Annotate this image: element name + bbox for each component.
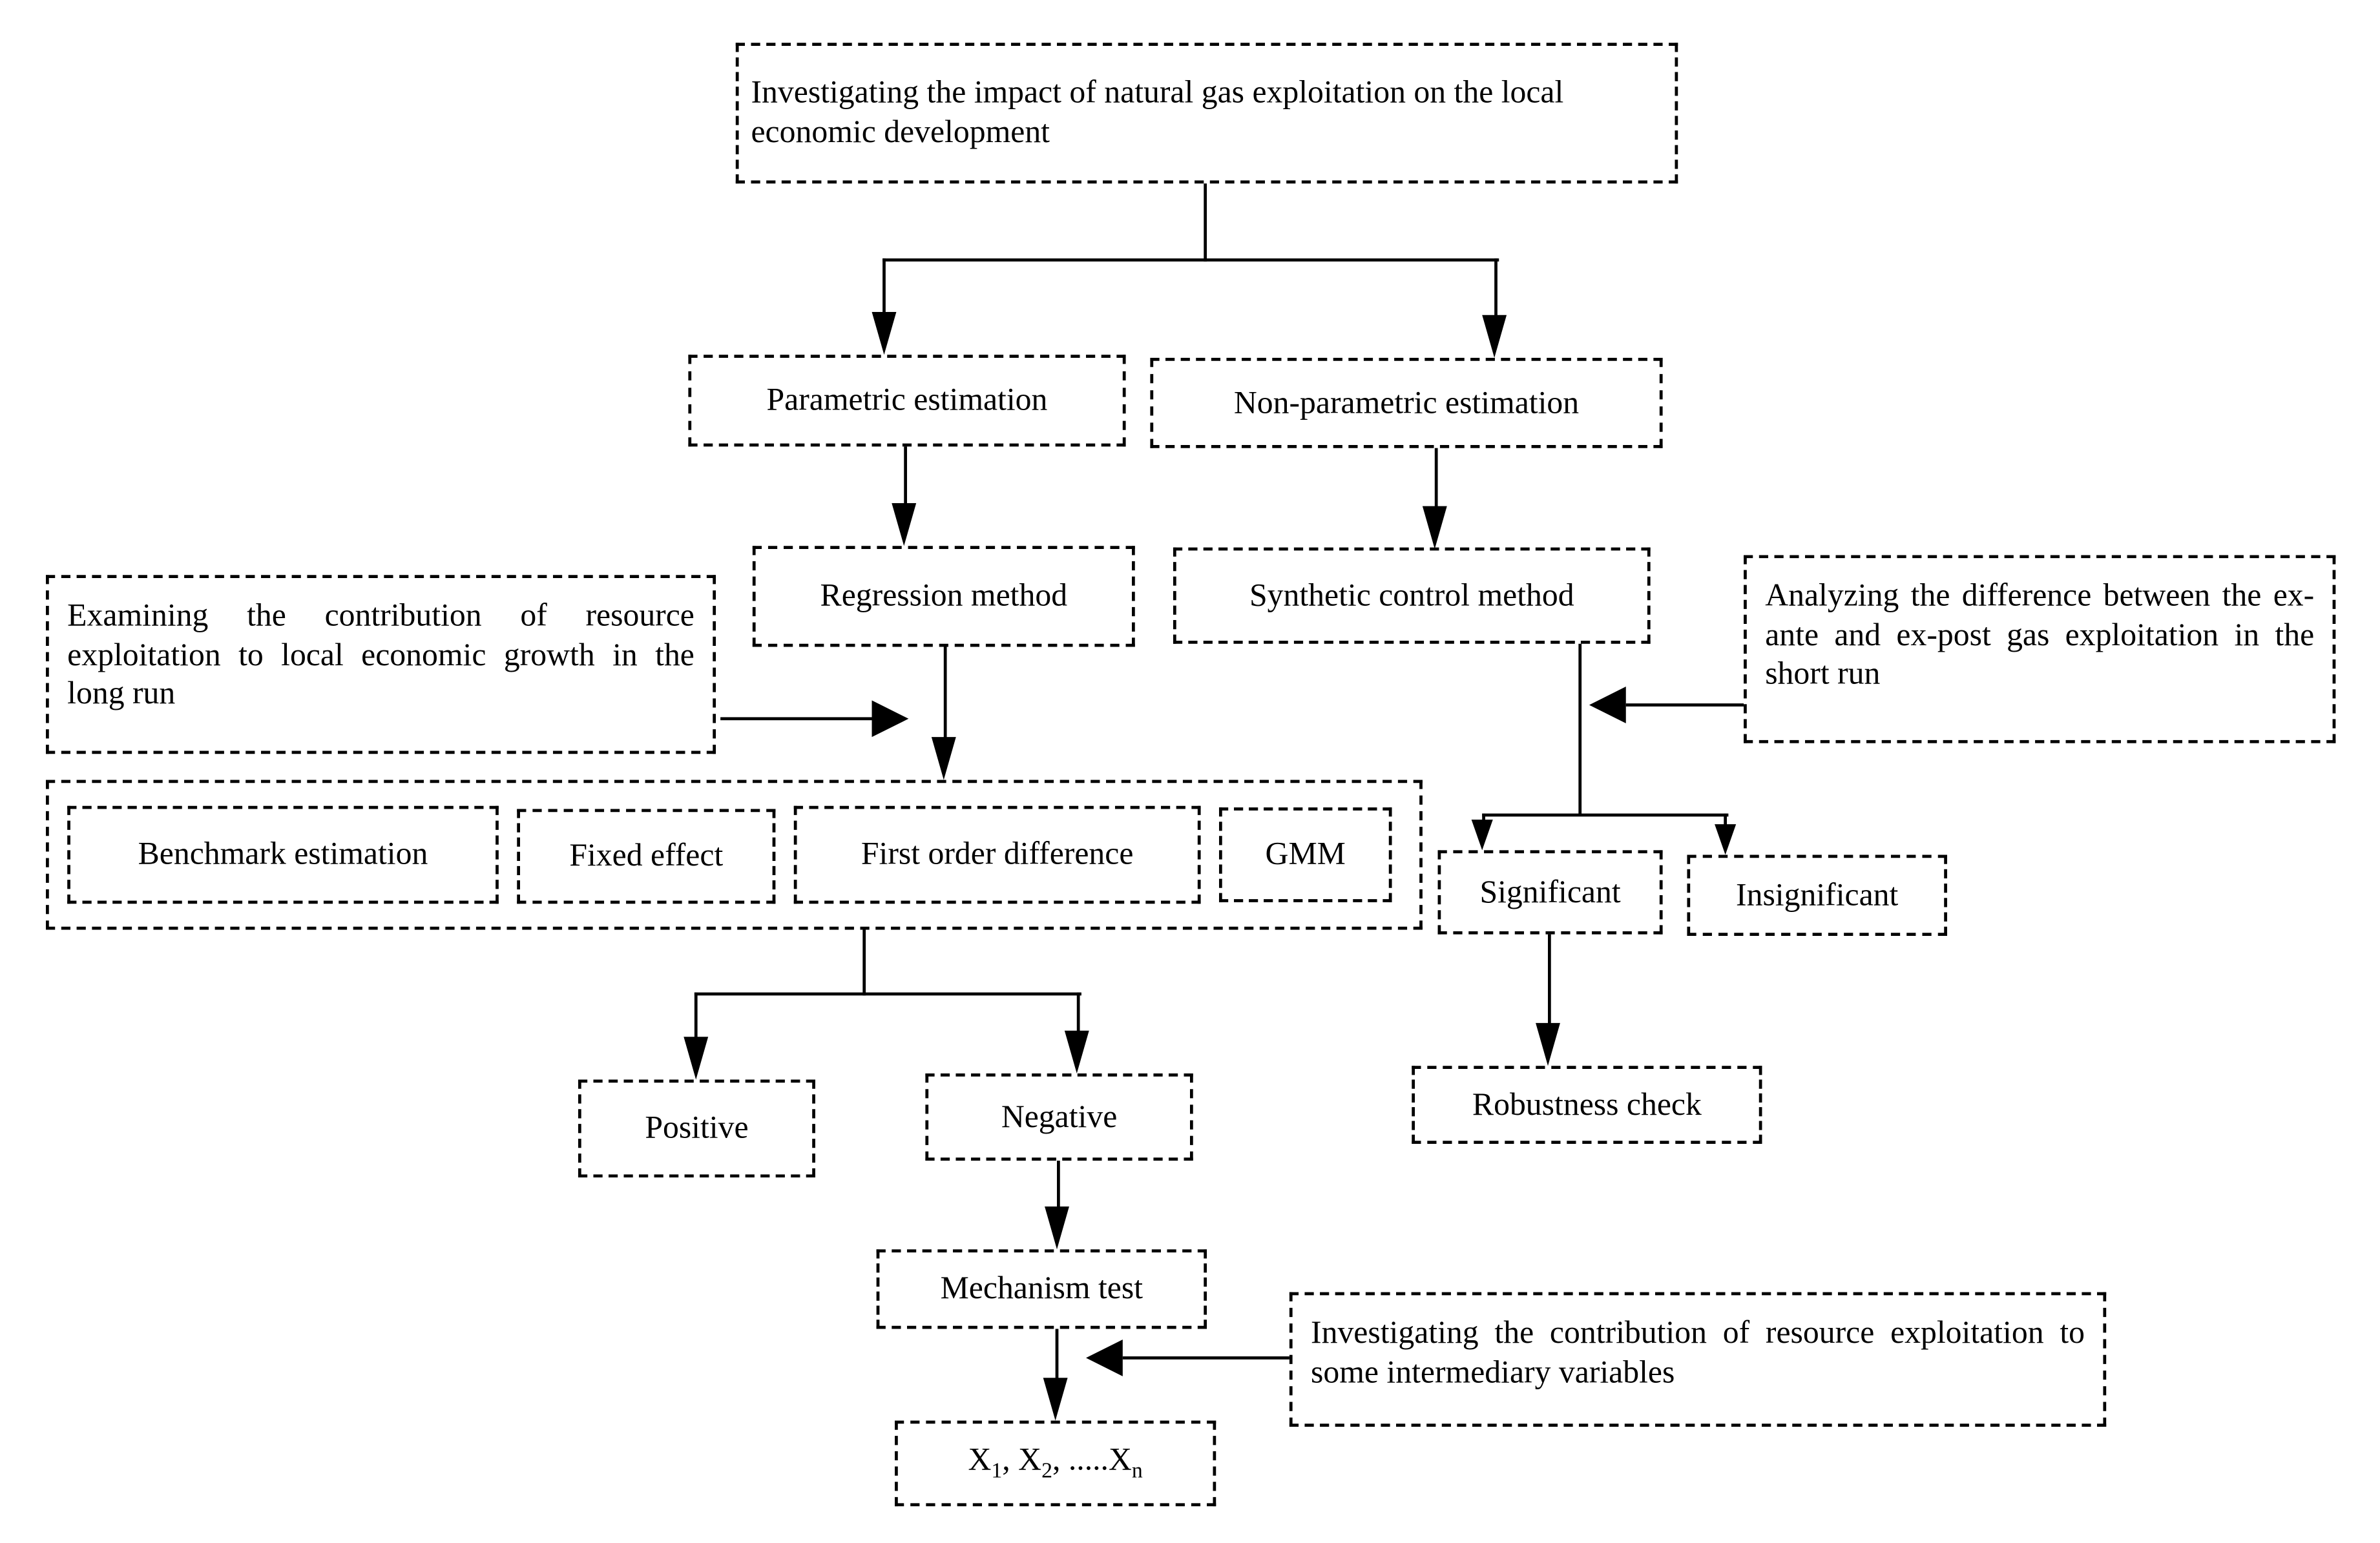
arrowhead-down-positive (684, 1037, 709, 1080)
arrowhead-down-negative (1064, 1030, 1089, 1074)
connector-synthetic-splitbar (1482, 813, 1729, 817)
box-analyzing-difference: Analyzing the difference between the ex-… (1744, 555, 2336, 743)
arrowhead-right-examining (872, 700, 909, 738)
box-mechanism-test: Mechanism test (876, 1249, 1207, 1329)
box-insignificant-label: Insignificant (1736, 875, 1899, 913)
xvar-1-sub: 1 (991, 1459, 1003, 1484)
arrowhead-down-insignificant (1715, 824, 1737, 855)
box-gmm-label: GMM (1265, 835, 1346, 872)
box-parametric-estimation: Parametric estimation (688, 355, 1126, 447)
box-positive-label: Positive (645, 1108, 749, 1146)
connector-to-insignificant-stem (1724, 813, 1728, 827)
connector-to-negative-stem (1076, 992, 1080, 1034)
box-significant: Significant (1437, 850, 1663, 935)
box-first-order-difference-label: First order difference (861, 835, 1134, 872)
arrowhead-down-synthetic (1422, 506, 1447, 549)
box-parametric-estimation-label: Parametric estimation (766, 380, 1048, 418)
box-positive: Positive (578, 1079, 815, 1178)
box-analyzing-difference-label: Analyzing the difference between the ex-… (1765, 576, 2315, 692)
connector-significant-robustness (1548, 934, 1551, 1026)
box-regression-method-label: Regression method (820, 577, 1068, 614)
xvar-n-base: X (1108, 1440, 1132, 1478)
box-examining-contribution-label: Examining the contribution of resource e… (67, 596, 694, 712)
box-synthetic-control-method: Synthetic control method (1173, 547, 1651, 644)
box-benchmark-estimation-label: Benchmark estimation (138, 835, 428, 872)
connector-examining-arrow-stem (720, 717, 873, 721)
box-benchmark-estimation: Benchmark estimation (67, 805, 499, 904)
box-intermediary-variables: Investigating the contribution of resour… (1289, 1292, 2107, 1427)
arrowhead-left-analyzing (1589, 687, 1626, 723)
connector-nonparametric-synthetic (1434, 448, 1438, 508)
box-nonparametric-estimation: Non-parametric estimation (1150, 358, 1663, 448)
box-x-variables-label: X1, X2, .....Xn (968, 1441, 1142, 1486)
box-robustness-check-label: Robustness check (1472, 1085, 1702, 1123)
arrowhead-down-mechanism (1045, 1206, 1069, 1250)
box-gmm: GMM (1218, 807, 1392, 902)
box-estimation-group: Benchmark estimation Fixed effect First … (46, 780, 1423, 930)
box-first-order-difference: First order difference (793, 805, 1201, 904)
connector-to-parametric-stem (882, 258, 886, 314)
box-robustness-check: Robustness check (1412, 1066, 1762, 1144)
arrowhead-down-nonparametric (1482, 315, 1507, 358)
box-negative: Negative (925, 1073, 1193, 1161)
connector-root-stem (1204, 183, 1207, 262)
box-fixed-effect-label: Fixed effect (569, 836, 724, 874)
box-x-variables: X1, X2, .....Xn (895, 1420, 1216, 1507)
connector-parametric-regression (904, 446, 907, 505)
box-root-label: Investigating the impact of natural gas … (751, 74, 1564, 150)
box-nonparametric-estimation-label: Non-parametric estimation (1233, 383, 1580, 420)
connector-regression-group (943, 647, 947, 739)
box-intermediary-variables-label: Investigating the contribution of resour… (1311, 1313, 2085, 1390)
xvar-separator-2: , ..... (1052, 1440, 1109, 1478)
arrowhead-left-intermediary (1085, 1340, 1123, 1376)
xvar-2-sub: 2 (1041, 1459, 1052, 1484)
box-insignificant: Insignificant (1687, 854, 1947, 936)
arrowhead-down-parametric (872, 311, 897, 355)
xvar-1-base: X (968, 1440, 992, 1478)
connector-group-stem (862, 928, 866, 996)
arrowhead-down-group (931, 737, 956, 780)
arrowhead-down-robustness (1536, 1022, 1560, 1066)
box-root: Investigating the impact of natural gas … (735, 43, 1678, 184)
connector-root-splitbar (882, 258, 1499, 262)
arrowhead-down-significant (1471, 820, 1493, 851)
connector-negative-mechanism (1057, 1161, 1060, 1210)
connector-group-splitbar (694, 992, 1081, 996)
xvar-separator-1: , (1002, 1440, 1019, 1478)
xvar-n-sub: n (1131, 1459, 1143, 1484)
arrowhead-down-xvars (1043, 1378, 1068, 1421)
connector-intermediary-arrow-stem (1122, 1356, 1289, 1360)
box-examining-contribution: Examining the contribution of resource e… (46, 575, 716, 754)
xvar-2-base: X (1018, 1440, 1042, 1478)
box-mechanism-test-label: Mechanism test (940, 1269, 1143, 1307)
connector-to-nonparametric-stem (1494, 258, 1498, 317)
connector-mechanism-xvars (1055, 1329, 1059, 1381)
connector-analyzing-arrow-stem (1625, 703, 1744, 707)
box-regression-method: Regression method (752, 546, 1135, 647)
box-significant-label: Significant (1479, 873, 1621, 909)
connector-to-positive-stem (694, 992, 698, 1040)
connector-synthetic-stem (1578, 643, 1582, 815)
box-fixed-effect: Fixed effect (517, 809, 776, 904)
box-synthetic-control-method-label: Synthetic control method (1249, 575, 1574, 613)
arrowhead-down-regression (892, 502, 917, 546)
box-negative-label: Negative (1001, 1097, 1118, 1135)
